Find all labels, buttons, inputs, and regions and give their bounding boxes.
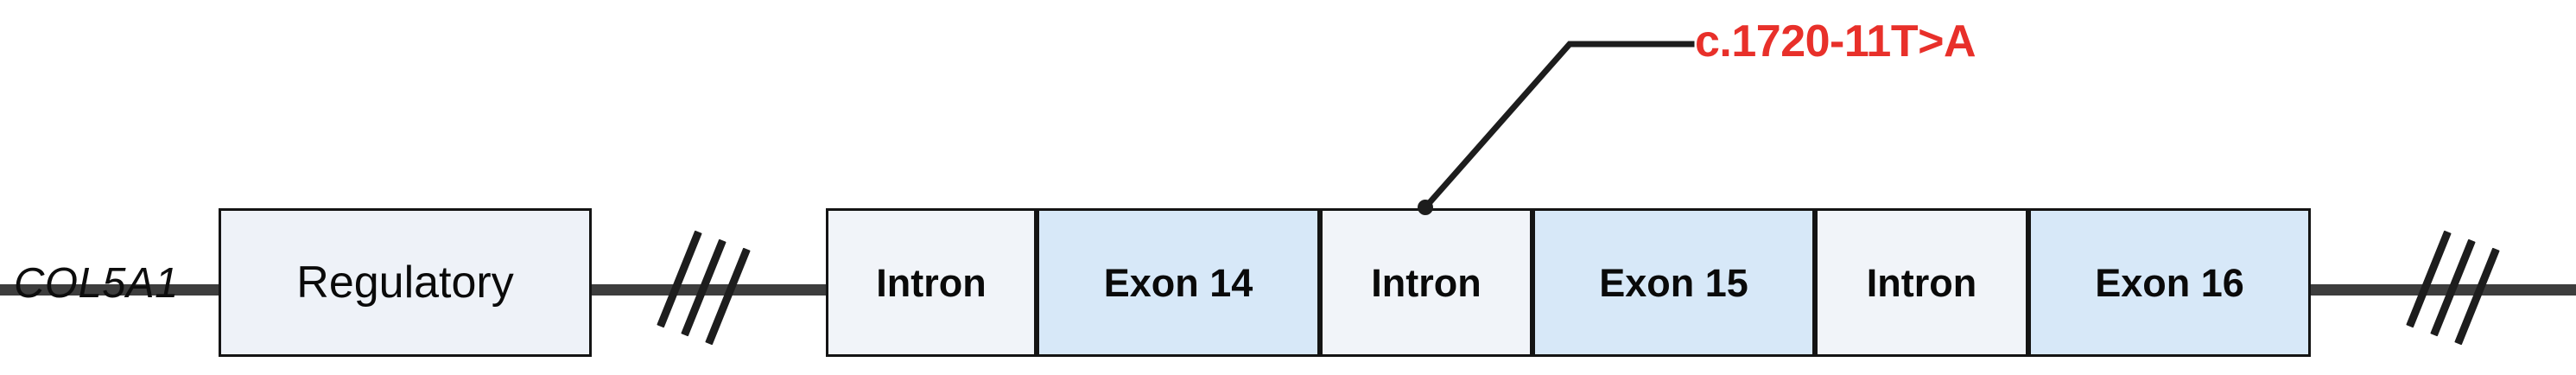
feature-box-exon-14[interactable]: Exon 14 (1037, 208, 1320, 357)
feature-label-intron-1: Intron (876, 260, 987, 305)
variant-label: c.1720-11T>A (1695, 16, 1976, 67)
feature-box-intron-1[interactable]: Intron (826, 208, 1037, 357)
feature-box-exon-15[interactable]: Exon 15 (1532, 208, 1815, 357)
break-mark-right-icon (2406, 230, 2500, 349)
feature-box-regulatory[interactable]: Regulatory (219, 208, 592, 357)
feature-label-intron-2: Intron (1371, 260, 1482, 305)
break-mark-left-icon (657, 230, 751, 349)
gene-line-right-tail (2311, 284, 2576, 296)
gene-line-middle (592, 284, 826, 296)
feature-box-intron-2[interactable]: Intron (1320, 208, 1532, 357)
feature-label-exon-15: Exon 15 (1599, 260, 1748, 305)
feature-label-intron-3: Intron (1866, 260, 1977, 305)
feature-box-intron-3[interactable]: Intron (1815, 208, 2028, 357)
feature-label-exon-14: Exon 14 (1103, 260, 1253, 305)
feature-label-regulatory: Regulatory (296, 257, 514, 308)
gene-line-left (0, 284, 219, 296)
gene-name-label: COL5A1 (14, 260, 179, 307)
feature-label-exon-16: Exon 16 (2095, 260, 2244, 305)
feature-box-exon-16[interactable]: Exon 16 (2028, 208, 2311, 357)
